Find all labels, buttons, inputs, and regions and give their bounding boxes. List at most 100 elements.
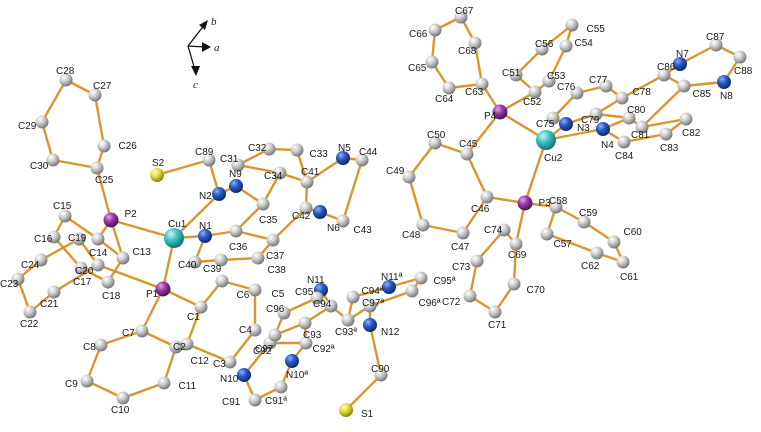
label-c68: C68 <box>458 46 477 57</box>
label-c74: C74 <box>484 225 503 236</box>
label-c23: C23 <box>0 279 19 290</box>
atom-c19 <box>72 232 86 246</box>
atom-c89 <box>202 153 216 167</box>
atom-c83 <box>659 127 673 141</box>
atom-c29 <box>35 115 49 129</box>
label-c81: C81 <box>631 130 650 141</box>
label-n4: N4 <box>601 140 614 151</box>
bond-c68-c63 <box>473 41 484 86</box>
atom-c42 <box>299 201 313 215</box>
label-c29: C29 <box>18 121 37 132</box>
atom-c25 <box>90 161 104 175</box>
label-c60: C60 <box>624 227 643 238</box>
atom-c72 <box>463 289 477 303</box>
atom-c23 <box>11 272 25 286</box>
label-p3: P3 <box>539 198 552 209</box>
label-c84: C84 <box>615 151 634 162</box>
label-c80: C80 <box>627 105 646 116</box>
bond-c83-c84 <box>622 132 668 144</box>
atom-c69 <box>509 237 523 251</box>
label-c3: C3 <box>213 359 226 370</box>
label-c89: C89 <box>195 147 214 158</box>
atom-c93a <box>341 313 355 327</box>
atom-c97 <box>268 328 282 342</box>
label-c63: C63 <box>465 87 484 98</box>
atom-n1 <box>198 229 212 243</box>
bond-c47-c46 <box>461 195 489 235</box>
bond-c10-c11 <box>121 381 166 400</box>
label-c34: C34 <box>264 171 283 182</box>
atom-c34 <box>273 166 287 180</box>
atom-c93 <box>298 316 312 330</box>
label-c5: C5 <box>272 289 285 300</box>
atom-c94a <box>346 290 360 304</box>
label-n1: N1 <box>199 221 212 232</box>
bond-c49-c48 <box>407 175 425 227</box>
atom-c5 <box>248 283 262 297</box>
atom-c95 <box>310 291 324 305</box>
bond-c28-c29 <box>40 78 68 124</box>
bond-cu1-p2 <box>109 218 176 240</box>
atom-n10a <box>285 354 299 368</box>
atom-n4 <box>596 122 610 136</box>
label-cu2: Cu2 <box>544 153 563 164</box>
atom-p3 <box>517 195 533 211</box>
bond-c41-n5 <box>305 156 345 184</box>
atom-c27 <box>88 88 102 102</box>
axis-a-arrow-icon <box>202 42 211 52</box>
label-c94: C94 <box>313 299 332 310</box>
bond-c69-c70 <box>512 242 518 286</box>
atom-c81 <box>635 120 649 134</box>
atom-n2 <box>212 187 226 201</box>
label-c69: C69 <box>508 250 527 261</box>
atom-c85 <box>677 79 691 93</box>
atom-n8 <box>717 75 731 89</box>
atom-c60 <box>607 235 621 249</box>
label-c73: C73 <box>452 262 471 273</box>
atom-c92a <box>299 336 313 350</box>
axis-b-line <box>187 23 206 47</box>
atom-c35 <box>256 197 270 211</box>
atom-c76 <box>570 86 584 100</box>
label-c95a: C95ª <box>434 276 456 287</box>
axis-b-arrow-icon <box>199 20 208 30</box>
label-c30: C30 <box>30 161 49 172</box>
label-c42: C42 <box>292 211 311 222</box>
bond-c7-c8 <box>99 329 144 347</box>
atom-c31 <box>231 158 245 172</box>
atom-n7 <box>673 57 687 71</box>
bond-c9-c10 <box>85 379 125 400</box>
atom-c22 <box>23 305 37 319</box>
label-c91a: C91ª <box>265 396 287 407</box>
label-c50: C50 <box>427 130 446 141</box>
atom-c20 <box>91 258 105 272</box>
label-c92a: C92ª <box>313 344 335 355</box>
label-c51: C51 <box>502 68 521 79</box>
label-c61: C61 <box>620 272 639 283</box>
atom-c86 <box>657 68 671 82</box>
label-c72: C72 <box>442 297 461 308</box>
atom-p2 <box>103 212 119 228</box>
atom-c74 <box>497 223 511 237</box>
bond-c78-c86 <box>620 73 666 100</box>
label-c70: C70 <box>527 285 546 296</box>
atom-c2 <box>180 337 194 351</box>
atom-n9 <box>229 179 243 193</box>
atom-c68 <box>468 36 482 50</box>
atom-c41 <box>300 175 314 189</box>
label-n9: N9 <box>229 169 242 180</box>
bond-c44-c43 <box>341 158 364 223</box>
atom-p1 <box>155 281 171 297</box>
label-c58: C58 <box>549 196 568 207</box>
bond-c2-c3 <box>185 342 232 364</box>
label-c14: C14 <box>89 248 108 259</box>
atom-c47 <box>456 226 470 240</box>
bond-cu2-p3 <box>523 138 548 205</box>
label-c96a: C96ª <box>419 298 441 309</box>
label-c96: C96 <box>266 304 285 315</box>
atom-c54 <box>559 39 573 53</box>
label-s2: S2 <box>152 158 165 169</box>
atom-c87 <box>709 38 723 52</box>
label-c27: C27 <box>93 81 112 92</box>
atom-c16 <box>47 230 61 244</box>
